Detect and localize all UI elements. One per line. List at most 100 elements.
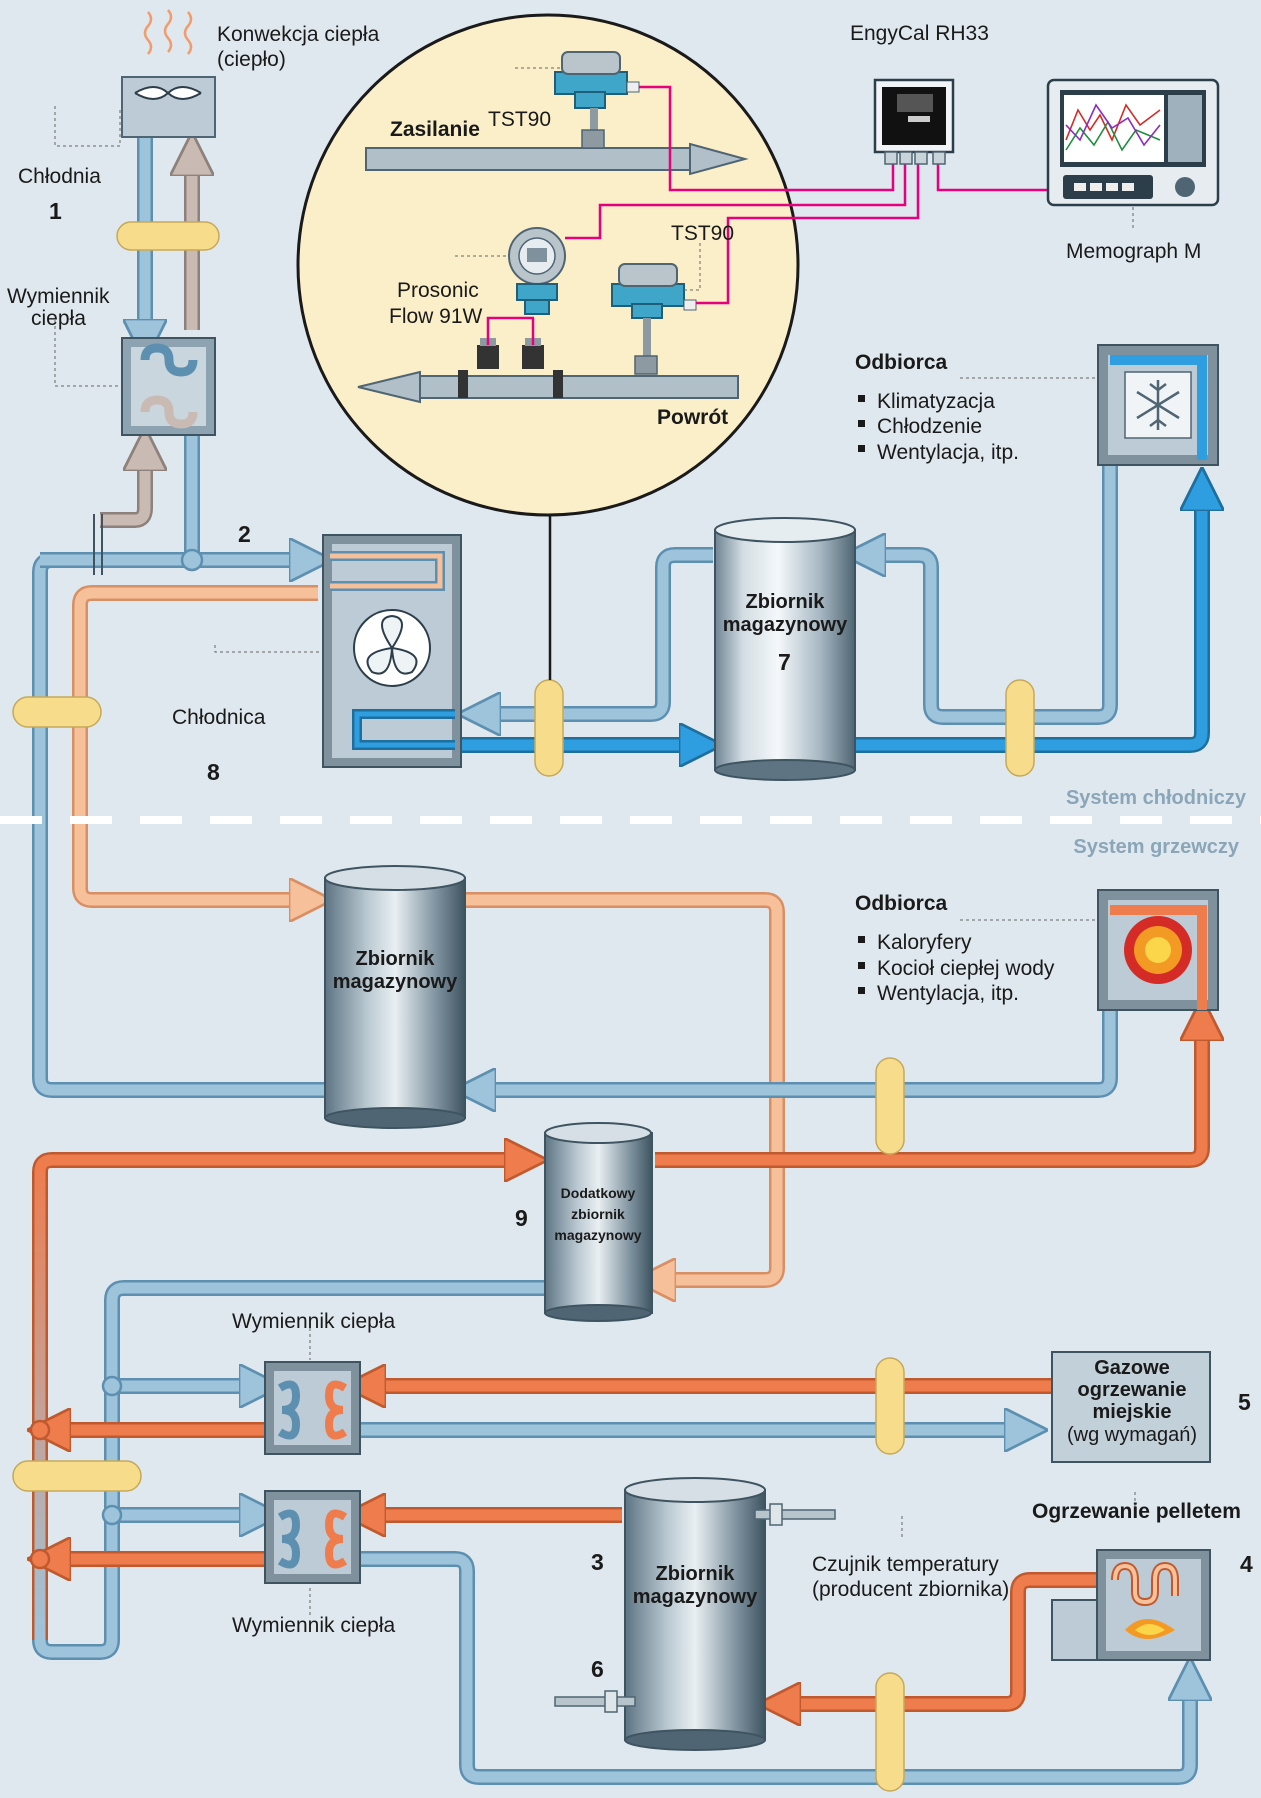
clamp-on-sensor-marker	[875, 1672, 905, 1792]
pipe-chiller-tank7	[462, 547, 713, 745]
pipe-tank7-consumer	[855, 440, 1202, 753]
junction-node	[29, 1548, 51, 1570]
junction-number: 2	[238, 521, 251, 547]
clamp-markers	[12, 221, 1035, 1792]
storage-tank-3	[554, 1477, 836, 1751]
memograph-device	[1046, 78, 1220, 207]
convection-label-line2: (ciepło)	[217, 48, 286, 71]
return-label: Powrót	[657, 406, 728, 429]
cooling-section-label: System chłodniczy	[1066, 787, 1247, 809]
heat-wave-icon	[143, 11, 153, 55]
pipe-flange	[93, 514, 103, 575]
heating-section-label: System grzewczy	[1073, 836, 1240, 858]
tst90-sensor-top-icon	[554, 51, 640, 149]
heat-exchanger-bottom	[264, 1490, 361, 1584]
storage-tank-label-line1: Zbiornik	[656, 1563, 736, 1585]
gas-label-line3: miejskie	[1093, 1401, 1172, 1423]
extra-tank-label-line2: zbiornik	[571, 1206, 625, 1222]
heating-tank-label-line2: magazynowy	[333, 971, 458, 993]
clamp-on-sensor-marker	[12, 696, 102, 728]
cold-consumer-list: Klimatyzacja Chłodzenie Wentylacja, itp.	[858, 390, 1019, 464]
tst90-top-label: TST90	[488, 108, 551, 131]
heat-wave-icon	[183, 11, 193, 55]
heat-consumer-item: Wentylacja, itp.	[877, 982, 1019, 1005]
measurement-inset	[296, 13, 1087, 680]
heat-exchanger-top	[264, 1361, 361, 1455]
supply-pipe	[365, 142, 749, 176]
prosonic-label-line1: Prosonic	[397, 279, 479, 302]
pipe-heating-return	[485, 1000, 1118, 1090]
hx-bottom-label: Wymiennik ciepła	[232, 1614, 396, 1637]
heating-storage-tank	[324, 865, 466, 1129]
extra-tank-number: 9	[515, 1205, 528, 1231]
supply-label: Zasilanie	[390, 118, 480, 141]
junction-node	[29, 1419, 51, 1441]
pipes	[29, 122, 1202, 1785]
cooler-number: 1	[49, 198, 62, 224]
gas-label-line1: Gazowe	[1094, 1357, 1170, 1379]
pellet-label: Ogrzewanie pelletem	[1032, 1500, 1241, 1523]
memograph-label: Memograph M	[1066, 240, 1201, 263]
chiller-number: 8	[207, 759, 220, 785]
junction-node	[101, 1504, 123, 1526]
sensor-number: 6	[591, 1656, 604, 1682]
chiller-label: Chłodnica	[172, 706, 266, 729]
gas-label-line2: ogrzewanie	[1078, 1379, 1187, 1401]
cooler-unit	[121, 9, 216, 138]
tank7-label-line1: Zbiornik	[746, 591, 826, 613]
heating-tank-label-line1: Zbiornik	[356, 948, 436, 970]
engycal-device	[873, 78, 955, 165]
extra-tank-label-line1: Dodatkowy	[561, 1185, 636, 1201]
cold-consumer-item: Klimatyzacja	[877, 390, 995, 413]
cooler-label: Chłodnia	[18, 165, 101, 188]
clamp-on-sensor-marker	[534, 679, 564, 777]
sensor-6-icon	[554, 1690, 636, 1713]
tank7-label-line2: magazynowy	[723, 614, 848, 636]
storage-tank-number: 3	[591, 1549, 604, 1575]
cold-consumer-title: Odbiorca	[855, 351, 948, 374]
gas-label-line4: (wg wymagań)	[1067, 1424, 1197, 1446]
temperature-sensor-icon	[754, 1503, 836, 1526]
gas-number: 5	[1238, 1389, 1251, 1415]
heat-consumer-item: Kaloryfery	[877, 931, 972, 954]
heat-consumer-item: Kocioł ciepłej wody	[877, 957, 1055, 980]
pipe-hot-riser	[32, 1160, 545, 1660]
additional-storage-tank-9	[544, 1122, 653, 1322]
junction-node	[101, 1375, 123, 1397]
junction-node	[180, 548, 204, 572]
fan-icon	[134, 86, 202, 100]
heat-consumer-list: Kaloryfery Kocioł ciepłej wody Wentylacj…	[858, 931, 1055, 1005]
pipe-hx-bottom	[60, 1515, 1190, 1785]
return-pipe	[357, 370, 739, 404]
clamp-on-sensor-marker	[1005, 679, 1035, 777]
heat-consumer-title: Odbiorca	[855, 892, 948, 915]
temp-sensor-label-line2: (producent zbiornika)	[812, 1578, 1009, 1601]
cooler-box	[121, 76, 216, 138]
hx-label-line1: Wymiennik	[7, 285, 110, 308]
pipe-pellet-to-tank	[790, 1572, 1110, 1704]
label-leader-lines	[54, 106, 1136, 1615]
storage-tank-7	[714, 517, 856, 781]
heat-wave-icon	[163, 9, 173, 53]
hx-label-line2: ciepła	[31, 307, 86, 330]
pipe-hot-supply-consumer	[655, 1030, 1202, 1168]
tank7-number: 7	[778, 649, 791, 675]
cold-consumer-item: Wentylacja, itp.	[877, 441, 1019, 464]
tst90-bottom-label: TST90	[671, 222, 734, 245]
heat-exchanger-cooler	[121, 337, 216, 436]
clamp-on-sensor-marker	[12, 1460, 142, 1492]
prosonic-flowmeter-icon	[477, 227, 566, 369]
engycal-label: EngyCal RH33	[850, 22, 989, 45]
gas-heating-box	[1051, 1351, 1211, 1463]
pellet-heating-unit	[1051, 1549, 1211, 1661]
prosonic-label-line2: Flow 91W	[389, 305, 483, 328]
clamp-on-sensor-marker	[875, 1357, 905, 1455]
temp-sensor-label-line1: Czujnik temperatury	[812, 1553, 999, 1576]
heat-consumer	[1097, 889, 1219, 1011]
text-labels: Konwekcja ciepła (ciepło) Chłodnia 1 Wym…	[7, 22, 1253, 1682]
storage-tank-label-line2: magazynowy	[633, 1586, 758, 1608]
hx-top-label: Wymiennik ciepła	[232, 1310, 396, 1333]
chart-trace-icon	[1065, 103, 1161, 142]
